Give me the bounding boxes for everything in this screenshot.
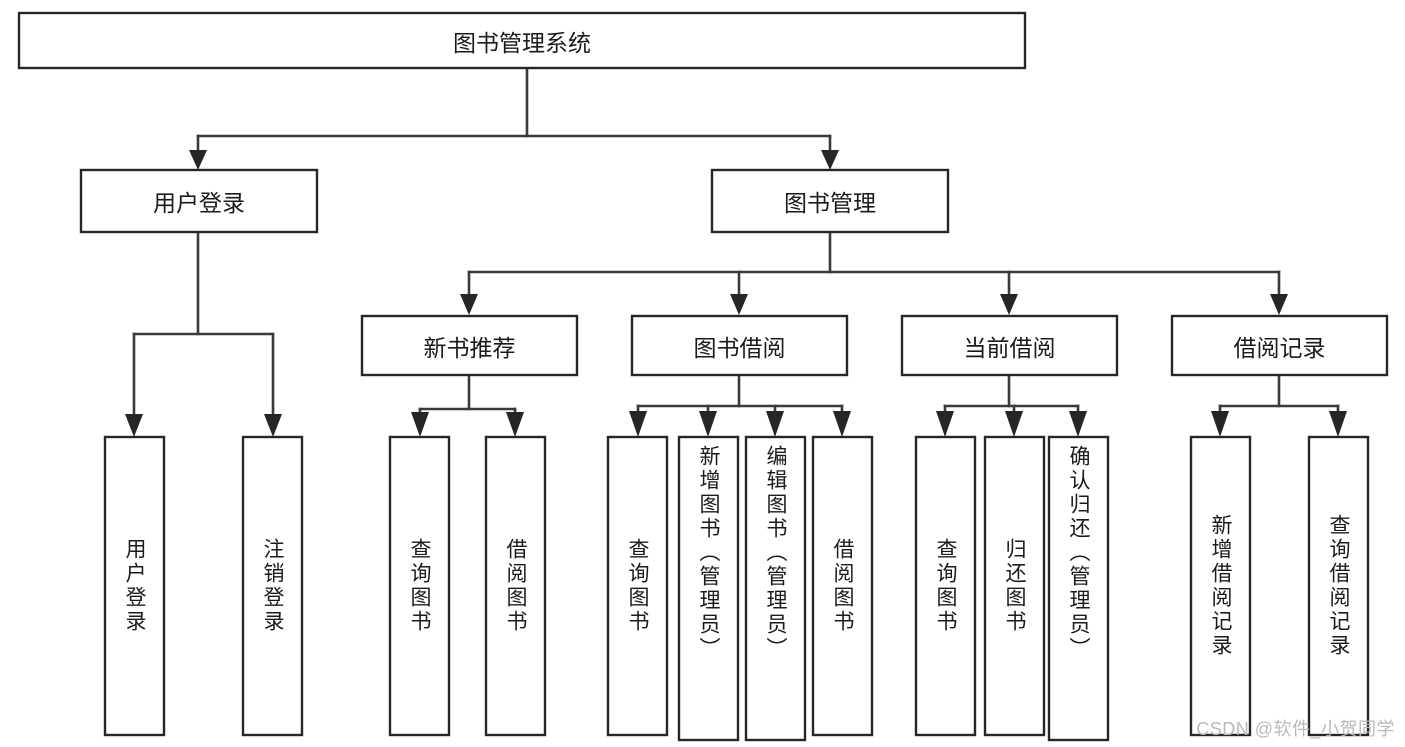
node-book-borrow-box[interactable] [630,314,849,377]
node-user-login-box[interactable] [79,168,319,234]
leaf-nbr-2-box[interactable] [484,435,547,737]
arrowhead-bb-leaf-1 [629,411,647,437]
arrowhead-borrow-record [1270,294,1288,315]
leaf-user-login-2-box[interactable] [241,435,304,737]
arrowhead-current-borrow [1000,294,1018,315]
connector-group-root [189,68,839,170]
node-current-borrow-box[interactable] [900,314,1119,377]
arrowhead-bb-leaf-3 [766,411,784,437]
leaf-br-2-box[interactable] [1307,435,1370,737]
arrowhead-leaf-logout [264,414,282,437]
arrowhead-book-borrow [730,294,748,315]
arrowhead-cb-leaf-2 [1005,411,1023,437]
connector-group-book-manage [460,230,1288,315]
leaf-br-1-box[interactable] [1189,435,1252,737]
leaf-cb-3-box[interactable] [1047,435,1110,742]
node-new-book-recommend-box[interactable] [360,314,579,377]
connector-group-book-borrow [629,373,851,437]
arrowhead-bb-leaf-4 [833,411,851,437]
node-borrow-record-box[interactable] [1170,314,1389,377]
leaf-cb-2-box[interactable] [983,435,1046,737]
arrowhead-bb-leaf-2 [699,411,717,437]
connector-group-new-book-recommend [411,373,524,437]
leaf-bb-2-box[interactable] [677,435,740,742]
node-root-box[interactable] [17,11,1027,70]
connector-group-user-login [125,230,282,437]
arrowhead-br-leaf-1 [1211,411,1229,437]
leaf-cb-1-box[interactable] [914,435,977,737]
leaf-bb-4-box[interactable] [811,435,874,737]
arrowhead-user-login [189,150,207,170]
node-book-manage-box[interactable] [710,168,950,234]
arrowhead-leaf-user-login [125,414,143,437]
arrowhead-nbr-leaf-1 [411,412,429,437]
arrowhead-cb-leaf-1 [936,411,954,437]
connector-group-borrow-record [1211,373,1347,437]
leaf-bb-3-box[interactable] [744,435,807,742]
arrowhead-nbr-leaf-2 [506,412,524,437]
connector-group-current-borrow [936,373,1087,437]
arrowhead-br-leaf-2 [1329,411,1347,437]
arrowhead-book-manage [821,150,839,170]
leaf-bb-1-box[interactable] [606,435,669,737]
arrowhead-cb-leaf-3 [1069,411,1087,437]
arrowhead-new-book-recommend [460,294,478,315]
leaf-nbr-1-box[interactable] [388,435,451,737]
leaf-user-login-1-box[interactable] [103,435,166,737]
